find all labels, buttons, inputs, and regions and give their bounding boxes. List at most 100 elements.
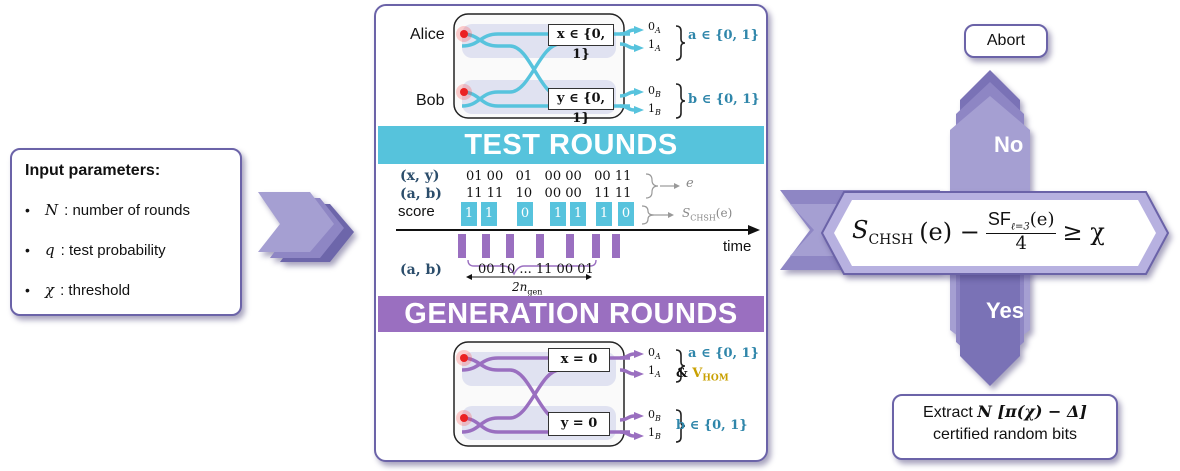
param-chi: • χ : threshold: [25, 270, 190, 310]
decision-s-symbol: S: [852, 216, 869, 245]
score-bar-value: 1: [599, 206, 609, 221]
test-rounds-band: TEST ROUNDS: [378, 126, 764, 164]
bullet-icon: •: [25, 282, 30, 298]
extract-line1: Extract N [π(χ) − Δ]: [894, 402, 1116, 422]
bob-label: Bob: [416, 92, 445, 109]
timeline-gen-count-sub: gen: [527, 287, 543, 297]
score-bar: 1: [570, 202, 586, 226]
bullet-icon: •: [25, 202, 30, 218]
bob-gen-result: b ∈ {0, 1}: [676, 418, 748, 433]
alice-test-out1-sub: A: [655, 44, 661, 54]
param-chi-symbol: χ: [45, 281, 55, 299]
score-bar-value: 1: [573, 206, 583, 221]
timeline-gen-bits: 00 10 ... 11 00 01: [478, 262, 594, 277]
timeline-ab-values: 11 11 10 00 00 11 11: [466, 186, 632, 201]
alice-gen-out1-value: 1: [648, 364, 655, 377]
score-bar-value: 1: [484, 206, 494, 221]
bob-test-out1: 1B: [648, 102, 661, 117]
extract-prefix: Extract: [923, 404, 978, 421]
timeline-s-arg: (e): [715, 206, 733, 220]
alice-gen-out1-sub: A: [655, 370, 661, 380]
bob-gen-out1: 1B: [648, 426, 661, 441]
score-bar: 1: [461, 202, 477, 226]
timeline-gen-ab-label: (a, b): [400, 262, 442, 278]
decision-s: SCHSH: [852, 216, 913, 248]
param-n-symbol: N: [45, 201, 59, 219]
alice-gen-out0: 0A: [648, 346, 661, 361]
timeline-score-label: score: [398, 203, 435, 220]
timeline-e-label: e: [686, 176, 694, 191]
input-parameters-title: Input parameters:: [25, 162, 161, 179]
decision-branch-arrows: [950, 70, 1030, 386]
yes-label: Yes: [986, 298, 1024, 323]
score-bar-value: 0: [621, 206, 631, 221]
score-bar-value: 0: [520, 206, 530, 221]
extract-formula: N [π(χ) − Δ]: [977, 402, 1087, 421]
bob-test-out1-sub: B: [655, 108, 661, 118]
score-bar-value: 1: [464, 206, 474, 221]
score-bar: 0: [517, 202, 533, 226]
extract-line2: certified random bits: [932, 426, 1078, 443]
timeline-s-sub: CHSH: [690, 213, 716, 223]
timeline-xy-values: 01 00 01 00 00 00 11: [466, 169, 632, 184]
decision-s-sub: CHSH: [868, 231, 914, 248]
decision-criterion: SCHSH (e) − SFℓ=3(e) 4 ≥ χ: [852, 204, 1105, 260]
alice-test-out1-value: 1: [648, 38, 655, 51]
timeline-ab-label: (a, b): [400, 186, 442, 202]
alice-gen-result: a ∈ {0, 1}: [688, 346, 759, 361]
hom-prefix: &: [676, 366, 693, 381]
input-chevron-arrow: [258, 192, 354, 262]
abort-label: Abort: [986, 32, 1026, 49]
generation-rounds-band: GENERATION ROUNDS: [378, 296, 764, 332]
bob-gen-out0-value: 0: [648, 408, 655, 421]
input-parameters-box: Input parameters: • N : number of rounds…: [10, 148, 242, 316]
alice-test-out0-sub: A: [655, 26, 661, 36]
param-n-text: : number of rounds: [64, 201, 191, 219]
alice-test-setting-box: x ∈ {0, 1}: [548, 24, 614, 62]
alice-gen-out0-sub: A: [655, 352, 661, 362]
score-bar: 0: [618, 202, 634, 226]
timeline-s-chsh-label: SCHSH(e): [682, 206, 732, 222]
bob-gen-out0-sub: B: [655, 414, 661, 424]
decision-s-arg: (e) −: [919, 218, 980, 246]
param-chi-text: : threshold: [60, 281, 131, 299]
bob-test-out0: 0B: [648, 84, 661, 99]
decision-numerator: SFℓ=3(e): [985, 209, 1057, 234]
decision-sf-arg: (e): [1029, 209, 1055, 231]
bob-test-out1-value: 1: [648, 102, 655, 115]
alice-test-out0-value: 0: [648, 20, 655, 33]
bob-test-out0-value: 0: [648, 84, 655, 97]
bob-gen-out1-value: 1: [648, 426, 655, 439]
alice-test-out1: 1A: [648, 38, 661, 53]
timeline-xy-label: (x, y): [400, 168, 440, 184]
bob-gen-out1-sub: B: [655, 432, 661, 442]
param-n: • N : number of rounds: [25, 190, 190, 230]
param-q-text: : test probability: [60, 241, 166, 259]
extract-box: Extract N [π(χ) − Δ] certified random bi…: [892, 394, 1118, 460]
score-bar: 1: [596, 202, 612, 226]
no-label: No: [994, 132, 1024, 157]
alice-label: Alice: [410, 26, 445, 43]
abort-box: Abort: [964, 24, 1048, 58]
alice-gen-setting-box: x = 0: [548, 348, 610, 372]
score-bar: 1: [481, 202, 497, 226]
score-bar: 1: [550, 202, 566, 226]
score-bar-value: 1: [553, 206, 563, 221]
bob-gen-setting-box: y = 0: [548, 412, 610, 436]
timeline-gen-count: 2ngen: [512, 280, 542, 296]
decision-denominator: 4: [1015, 232, 1027, 254]
bob-test-out0-sub: B: [655, 90, 661, 100]
alice-gen-out0-value: 0: [648, 346, 655, 359]
param-q-symbol: q: [45, 241, 55, 259]
hom-visibility: & VHOM: [676, 366, 729, 384]
alice-test-out0: 0A: [648, 20, 661, 35]
bob-test-result: b ∈ {0, 1}: [688, 92, 760, 107]
timeline-gen-count-value: 2n: [512, 280, 528, 294]
decision-fraction: SFℓ=3(e) 4: [985, 209, 1057, 254]
decision-relation: ≥ χ: [1062, 218, 1105, 246]
alice-gen-out1: 1A: [648, 364, 661, 379]
bob-test-setting-box: y ∈ {0, 1}: [548, 88, 614, 126]
bullet-icon: •: [25, 242, 30, 258]
timeline-time-label: time: [723, 238, 752, 255]
param-q: • q : test probability: [25, 230, 190, 270]
